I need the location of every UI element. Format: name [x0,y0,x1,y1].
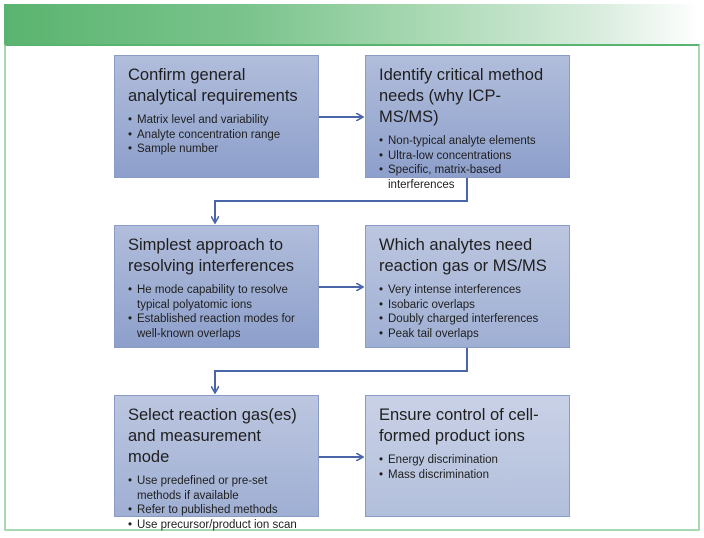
step-title: Identify critical method needs (why ICP-… [379,66,544,126]
step-title: Which analytes need reaction gas or MS/M… [379,236,547,275]
step-bullets: Energy discrimination Mass discriminatio… [379,453,557,482]
step-bullet: Mass discrimination [379,468,557,483]
step-bullet: Use precursor/product ion scan [128,518,306,533]
step-bullets: Matrix level and variability Analyte con… [128,113,306,157]
step-bullets: Use predefined or pre-set methods if ava… [128,474,306,532]
step-bullet: Specific, matrix-based interferences [379,163,557,192]
step-box-identify-needs: Identify critical method needs (why ICP-… [365,55,570,191]
step-bullets: Non-typical analyte elements Ultra-low c… [379,134,557,192]
step-bullet: Refer to published methods [128,503,306,518]
step-bullet: Analyte concentration range [128,128,306,143]
step-bullet: Sample number [128,142,306,157]
step-title: Simplest approach to resolving interfere… [128,236,294,275]
step-bullet: Energy discrimination [379,453,557,468]
step-bullet: Very intense interferences [379,283,557,298]
step-bullets: Very intense interferences Isobaric over… [379,283,557,341]
step-title: Ensure control of cell-formed product io… [379,406,539,445]
step-bullet: Established reaction modes for well-know… [128,312,306,341]
step-box-ensure-control: Ensure control of cell-formed product io… [365,395,570,517]
step-box-confirm-requirements: Confirm general analytical requirements … [114,55,319,178]
diagram-frame [4,44,700,531]
step-bullet: He mode capability to resolve typical po… [128,283,306,312]
step-bullets: He mode capability to resolve typical po… [128,283,306,341]
step-bullet: Ultra-low concentrations [379,149,557,164]
step-title: Select reaction gas(es) and measurement … [128,406,297,466]
header-band [4,4,700,45]
step-bullet: Matrix level and variability [128,113,306,128]
step-bullet: Peak tail overlaps [379,327,557,342]
step-box-simplest-approach: Simplest approach to resolving interfere… [114,225,319,348]
step-bullet: Use predefined or pre-set methods if ava… [128,474,306,503]
step-box-which-analytes: Which analytes need reaction gas or MS/M… [365,225,570,348]
step-box-select-reaction-gas: Select reaction gas(es) and measurement … [114,395,319,532]
step-bullet: Isobaric overlaps [379,298,557,313]
arrow-step4-to-step5 [215,348,468,392]
step-bullet: Non-typical analyte elements [379,134,557,149]
step-bullet: Doubly charged interferences [379,312,557,327]
step-title: Confirm general analytical requirements [128,66,298,105]
